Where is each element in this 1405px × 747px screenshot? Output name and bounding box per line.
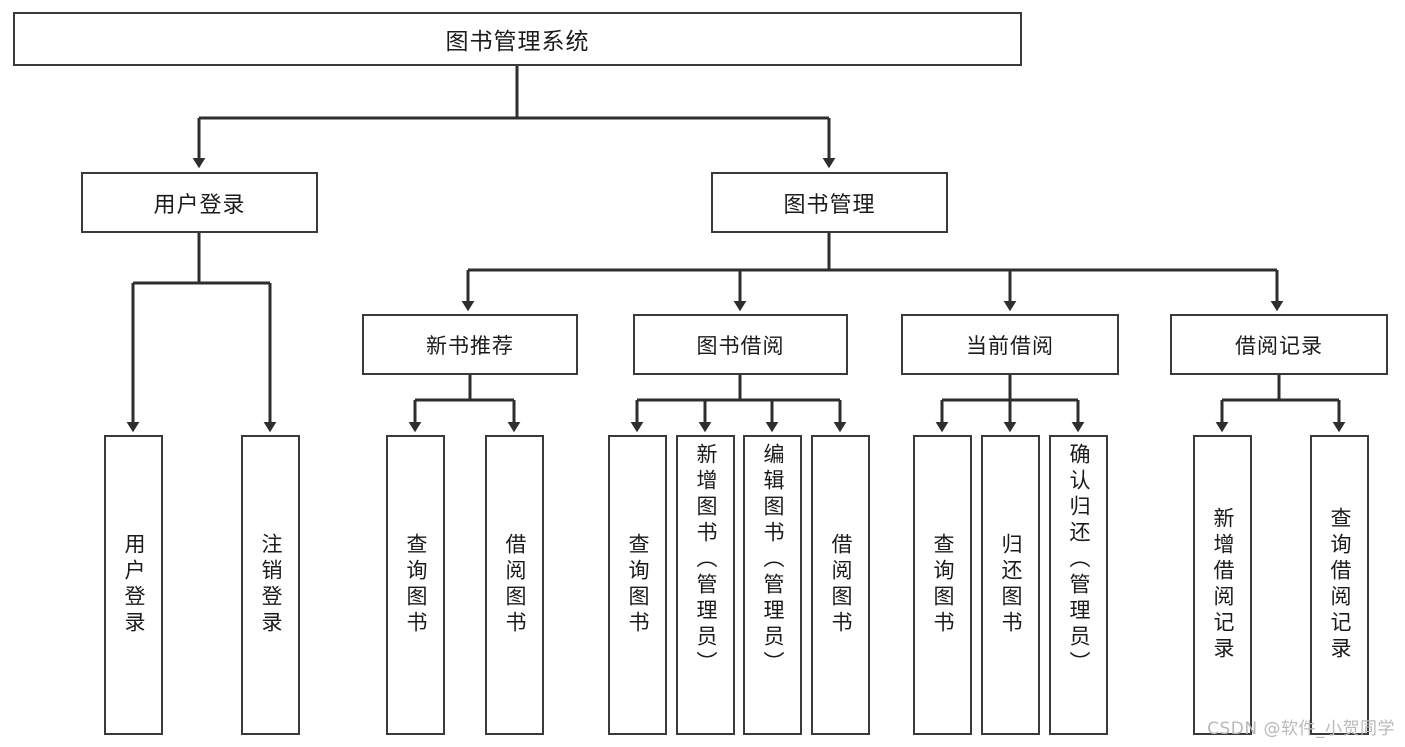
- node-label: 新书推荐: [426, 333, 514, 358]
- watermark-text: CSDN @软件_小贺同学: [1207, 719, 1395, 739]
- node-book-borrow[interactable]: 图书借阅: [633, 314, 848, 375]
- node-label: 查询借阅记录: [1328, 507, 1352, 663]
- node-leaf-add-book[interactable]: 新增图书（管理员）: [676, 435, 735, 735]
- node-current-borrow[interactable]: 当前借阅: [901, 314, 1119, 375]
- node-label: 借阅记录: [1235, 333, 1323, 358]
- node-user-login[interactable]: 用户登录: [81, 172, 318, 233]
- node-borrow-record[interactable]: 借阅记录: [1170, 314, 1388, 375]
- node-label: 图书借阅: [696, 333, 785, 358]
- node-leaf-confirm-return[interactable]: 确认归还（管理员）: [1049, 435, 1108, 735]
- node-label: 查询图书: [404, 533, 428, 637]
- node-leaf-borrow-book-1[interactable]: 借阅图书: [485, 435, 544, 735]
- node-root-system[interactable]: 图书管理系统: [13, 12, 1022, 66]
- node-book-manage[interactable]: 图书管理: [711, 172, 948, 233]
- node-leaf-add-borrow-record[interactable]: 新增借阅记录: [1193, 435, 1252, 735]
- node-label: 查询图书: [626, 533, 650, 637]
- node-label: 归还图书: [999, 533, 1023, 637]
- node-label: 确认归还（管理员）: [1067, 443, 1091, 677]
- node-label: 新增图书（管理员）: [694, 443, 718, 677]
- node-leaf-user-login[interactable]: 用户登录: [104, 435, 163, 735]
- node-label: 查询图书: [931, 533, 955, 637]
- node-new-book-recommend[interactable]: 新书推荐: [362, 314, 578, 375]
- node-label: 图书管理: [783, 192, 876, 218]
- node-label: 当前借阅: [966, 333, 1054, 358]
- node-leaf-logout-login[interactable]: 注销登录: [241, 435, 300, 735]
- node-label: 图书管理系统: [445, 29, 590, 55]
- node-leaf-query-book-3[interactable]: 查询图书: [913, 435, 972, 735]
- node-label: 新增借阅记录: [1211, 507, 1235, 663]
- node-label: 编辑图书（管理员）: [761, 443, 785, 677]
- node-label: 借阅图书: [829, 533, 853, 637]
- node-leaf-edit-book[interactable]: 编辑图书（管理员）: [743, 435, 802, 735]
- node-leaf-borrow-book-2[interactable]: 借阅图书: [811, 435, 870, 735]
- node-label: 用户登录: [153, 192, 246, 218]
- node-leaf-query-book-1[interactable]: 查询图书: [386, 435, 445, 735]
- node-label: 借阅图书: [503, 533, 527, 637]
- node-leaf-query-book-2[interactable]: 查询图书: [608, 435, 667, 735]
- node-leaf-return-book[interactable]: 归还图书: [981, 435, 1040, 735]
- node-label: 用户登录: [122, 533, 146, 637]
- node-label: 注销登录: [259, 533, 283, 637]
- node-leaf-query-borrow-record[interactable]: 查询借阅记录: [1310, 435, 1369, 735]
